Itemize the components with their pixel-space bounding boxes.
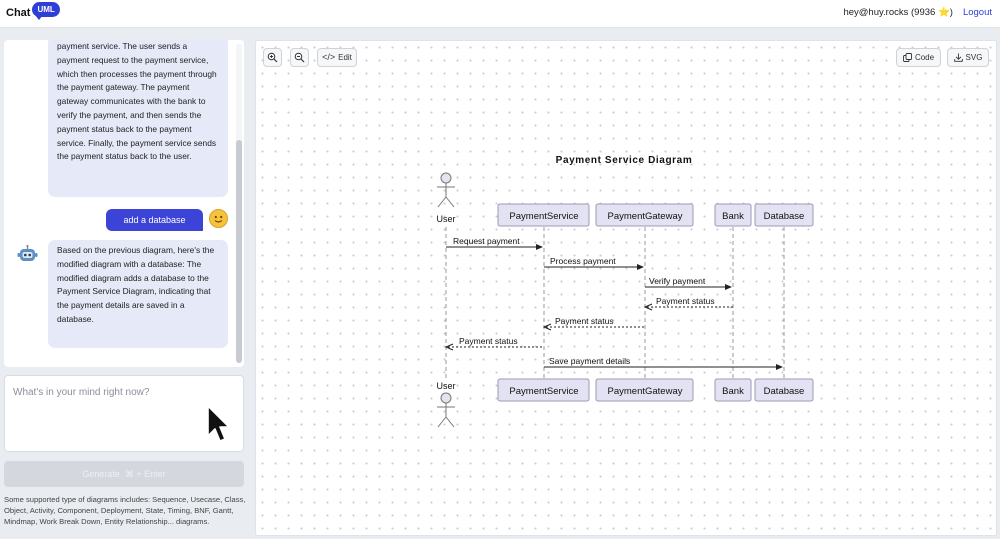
- download-icon: [953, 53, 963, 62]
- actor-user-top: [437, 172, 455, 208]
- message-payment-status-bank: Payment status: [643, 296, 733, 311]
- message-request-payment: Request payment: [446, 236, 543, 250]
- svg-text:PaymentService: PaymentService: [509, 211, 578, 222]
- chat-scrollbar-thumb[interactable]: [236, 140, 242, 363]
- participant-bank-top: Bank: [714, 203, 752, 227]
- participant-paymentgateway-top: PaymentGateway: [595, 203, 694, 227]
- svg-text:Save payment details: Save payment details: [549, 356, 630, 366]
- svg-text:PaymentService: PaymentService: [509, 386, 578, 397]
- code-label: Code: [914, 53, 935, 62]
- actor-user-bottom: [437, 392, 455, 428]
- zoom-in-button[interactable]: [263, 48, 282, 67]
- sequence-diagram: Payment Service Diagram User PaymentServ…: [436, 155, 814, 428]
- svg-text:Request payment: Request payment: [453, 236, 520, 246]
- logout-link[interactable]: Logout: [962, 7, 992, 18]
- participant-paymentservice-bottom: PaymentService: [497, 378, 590, 402]
- svg-text:Database: Database: [764, 211, 805, 222]
- svg-text:Bank: Bank: [722, 386, 744, 397]
- code-brackets-icon: </>: [322, 52, 336, 62]
- top-bar: Chat UML hey@huy.rocks (9936 ⭐) Logout: [0, 0, 1000, 28]
- participant-bank-bottom: Bank: [714, 378, 752, 402]
- zoom-out-button[interactable]: [290, 48, 309, 67]
- account-area: hey@huy.rocks (9936 ⭐) Logout: [843, 7, 992, 18]
- chat-scrollbar[interactable]: [236, 44, 242, 363]
- user-info: hey@huy.rocks (9936 ⭐): [843, 7, 953, 18]
- download-svg-button[interactable]: SVG: [947, 48, 989, 67]
- supported-diagrams-note: Some supported type of diagrams includes…: [4, 495, 246, 527]
- diagram-canvas[interactable]: </> Edit Code SVG Payment Service Diagra…: [255, 40, 997, 536]
- zoom-out-icon: [294, 52, 305, 63]
- logo-badge: UML: [32, 2, 60, 20]
- message-payment-status-gateway: Payment status: [542, 316, 645, 331]
- participant-database-top: Database: [754, 203, 814, 227]
- zoom-in-icon: [267, 52, 278, 63]
- generate-shortcut: ⌘ + Enter: [124, 468, 166, 479]
- participant-paymentservice-top: PaymentService: [497, 203, 590, 227]
- message-payment-status-user: Payment status: [444, 336, 544, 351]
- message-verify-payment: Verify payment: [645, 276, 732, 290]
- svg-text:Payment status: Payment status: [656, 296, 715, 306]
- participant-database-bottom: Database: [754, 378, 814, 402]
- edit-label: Edit: [338, 53, 352, 62]
- participant-paymentgateway-bottom: PaymentGateway: [595, 378, 694, 402]
- code-button[interactable]: Code: [896, 48, 941, 67]
- bot-avatar-icon: [17, 245, 38, 261]
- diagram-title: Payment Service Diagram: [556, 155, 693, 166]
- generate-button[interactable]: Generate ⌘ + Enter: [4, 461, 244, 487]
- message-process-payment: Process payment: [544, 256, 644, 270]
- chat-history[interactable]: payment service. The user sends a paymen…: [4, 40, 244, 367]
- prompt-input-box[interactable]: [4, 375, 244, 452]
- bot-message: Based on the previous diagram, here's th…: [48, 240, 228, 348]
- prompt-input[interactable]: [5, 376, 243, 451]
- user-avatar-emoji: [209, 209, 228, 228]
- svg-text:PaymentGateway: PaymentGateway: [608, 386, 683, 397]
- bot-message: payment service. The user sends a paymen…: [48, 40, 228, 197]
- message-save-payment-details: Save payment details: [544, 356, 783, 370]
- edit-button[interactable]: </> Edit: [317, 48, 357, 67]
- svg-text:Process payment: Process payment: [550, 256, 616, 266]
- svg-text:Database: Database: [764, 386, 805, 397]
- svg-text:Bank: Bank: [722, 211, 744, 222]
- svg-label: SVG: [965, 53, 983, 62]
- svg-text:PaymentGateway: PaymentGateway: [608, 211, 683, 222]
- svg-text:Payment status: Payment status: [459, 336, 518, 346]
- svg-text:Payment status: Payment status: [555, 316, 614, 326]
- app-logo[interactable]: Chat UML: [6, 2, 60, 20]
- copy-icon: [902, 53, 912, 62]
- svg-text:Verify payment: Verify payment: [649, 276, 706, 286]
- generate-label: Generate: [82, 469, 120, 479]
- logo-text: Chat: [6, 7, 31, 19]
- user-message: add a database: [106, 209, 203, 231]
- actor-user-label-bottom: User: [436, 381, 455, 391]
- actor-user-label-top: User: [436, 214, 455, 224]
- mouse-cursor-icon: [207, 405, 230, 442]
- smiling-face-icon: [214, 215, 223, 223]
